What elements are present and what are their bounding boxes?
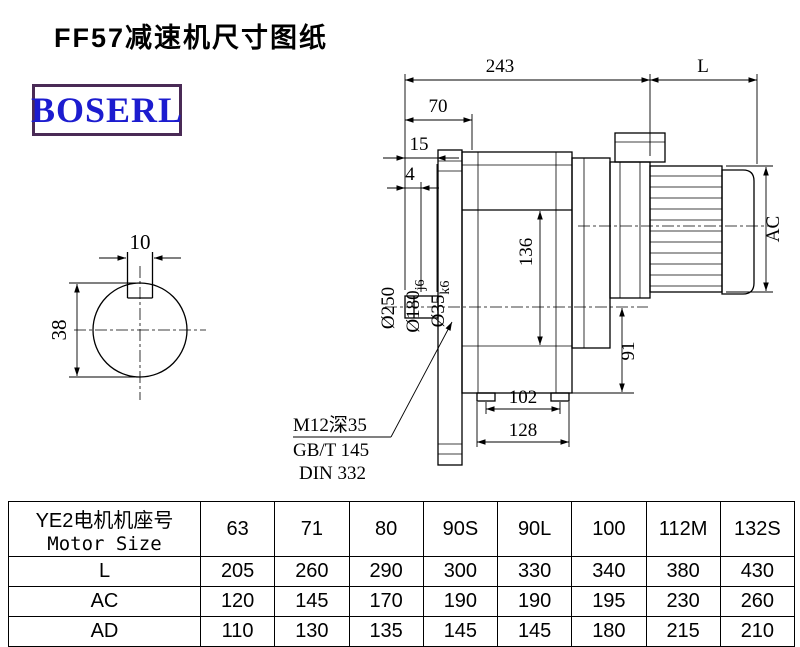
row-label: AD bbox=[8, 616, 201, 647]
dim-motor-diameter: AC bbox=[763, 216, 784, 242]
value-cell: 170 bbox=[348, 586, 424, 617]
drawing-notes: M12深35 GB/T 145 DIN 332 bbox=[293, 321, 453, 484]
motor-size-header-en: Motor Size bbox=[47, 532, 162, 555]
column-header: 112M bbox=[645, 501, 721, 557]
dim-spigot-diameter: Ø180j6 bbox=[403, 279, 428, 332]
value-cell: 110 bbox=[199, 616, 276, 647]
value-cell: 260 bbox=[274, 556, 350, 587]
table-header-row: YE2电机机座号 Motor Size 63 71 80 90S 90L 100… bbox=[8, 501, 796, 557]
dim-key-width: 10 bbox=[130, 230, 151, 254]
value-cell: 180 bbox=[571, 616, 647, 647]
column-header: 71 bbox=[274, 501, 350, 557]
shaft-end-view bbox=[74, 252, 206, 400]
value-cell: 120 bbox=[199, 586, 276, 617]
value-cell: 205 bbox=[199, 556, 276, 587]
motor-size-header: YE2电机机座号 Motor Size bbox=[8, 501, 201, 557]
column-header: 90L bbox=[496, 501, 573, 557]
note-tapped-hole: M12深35 bbox=[293, 414, 367, 436]
value-cell: 230 bbox=[645, 586, 721, 617]
dim-motor-length: L bbox=[697, 56, 709, 77]
page-title: FF57减速机尺寸图纸 bbox=[54, 23, 329, 53]
dim-70: 70 bbox=[429, 96, 448, 117]
column-header: 100 bbox=[571, 501, 647, 557]
value-cell: 190 bbox=[496, 586, 573, 617]
front-view bbox=[385, 132, 772, 466]
dim-4: 4 bbox=[405, 164, 415, 185]
value-cell: 330 bbox=[496, 556, 573, 587]
value-cell: 130 bbox=[274, 616, 350, 647]
table-row-AC: AC 120 145 170 190 190 195 230 260 bbox=[8, 586, 796, 617]
value-cell: 215 bbox=[645, 616, 721, 647]
dim-102: 102 bbox=[509, 387, 538, 408]
dim-15: 15 bbox=[410, 134, 429, 155]
value-cell: 260 bbox=[719, 586, 796, 617]
table-row-L: L 205 260 290 300 330 340 380 430 bbox=[8, 556, 796, 587]
note-din-standard: DIN 332 bbox=[299, 463, 366, 484]
note-gb-standard: GB/T 145 bbox=[293, 440, 369, 461]
dim-overall-length: 243 bbox=[486, 56, 515, 77]
motor-size-header-cn: YE2电机机座号 bbox=[35, 509, 174, 532]
table-row-AD: AD 110 130 135 145 145 180 215 210 bbox=[8, 616, 796, 647]
dim-128: 128 bbox=[509, 420, 538, 441]
dimension-drawing: 10 38 bbox=[47, 56, 784, 484]
column-header: 132S bbox=[719, 501, 796, 557]
value-cell: 290 bbox=[348, 556, 424, 587]
value-cell: 340 bbox=[571, 556, 647, 587]
value-cell: 145 bbox=[274, 586, 350, 617]
motor-dimension-table: YE2电机机座号 Motor Size 63 71 80 90S 90L 100… bbox=[8, 501, 796, 647]
value-cell: 145 bbox=[422, 616, 499, 647]
dim-flange-diameter: Ø250 bbox=[378, 287, 399, 329]
value-cell: 190 bbox=[422, 586, 499, 617]
row-label: L bbox=[8, 556, 201, 587]
dim-shaft-diameter: Ø35k6 bbox=[428, 281, 453, 328]
column-header: 63 bbox=[199, 501, 276, 557]
dim-136: 136 bbox=[516, 238, 537, 267]
dim-shaft-height: 38 bbox=[47, 320, 71, 341]
value-cell: 300 bbox=[422, 556, 499, 587]
row-label: AC bbox=[8, 586, 201, 617]
value-cell: 380 bbox=[645, 556, 721, 587]
value-cell: 195 bbox=[571, 586, 647, 617]
value-cell: 430 bbox=[719, 556, 796, 587]
column-header: 80 bbox=[348, 501, 424, 557]
value-cell: 145 bbox=[496, 616, 573, 647]
column-header: 90S bbox=[422, 501, 499, 557]
dim-91: 91 bbox=[618, 342, 639, 361]
value-cell: 210 bbox=[719, 616, 796, 647]
value-cell: 135 bbox=[348, 616, 424, 647]
shaft-end-dimensions: 10 38 bbox=[47, 230, 181, 378]
brand-logo: BOSERL bbox=[31, 84, 182, 136]
front-view-dimensions: 243 L 70 15 4 AC 136 91 102 bbox=[378, 56, 784, 447]
